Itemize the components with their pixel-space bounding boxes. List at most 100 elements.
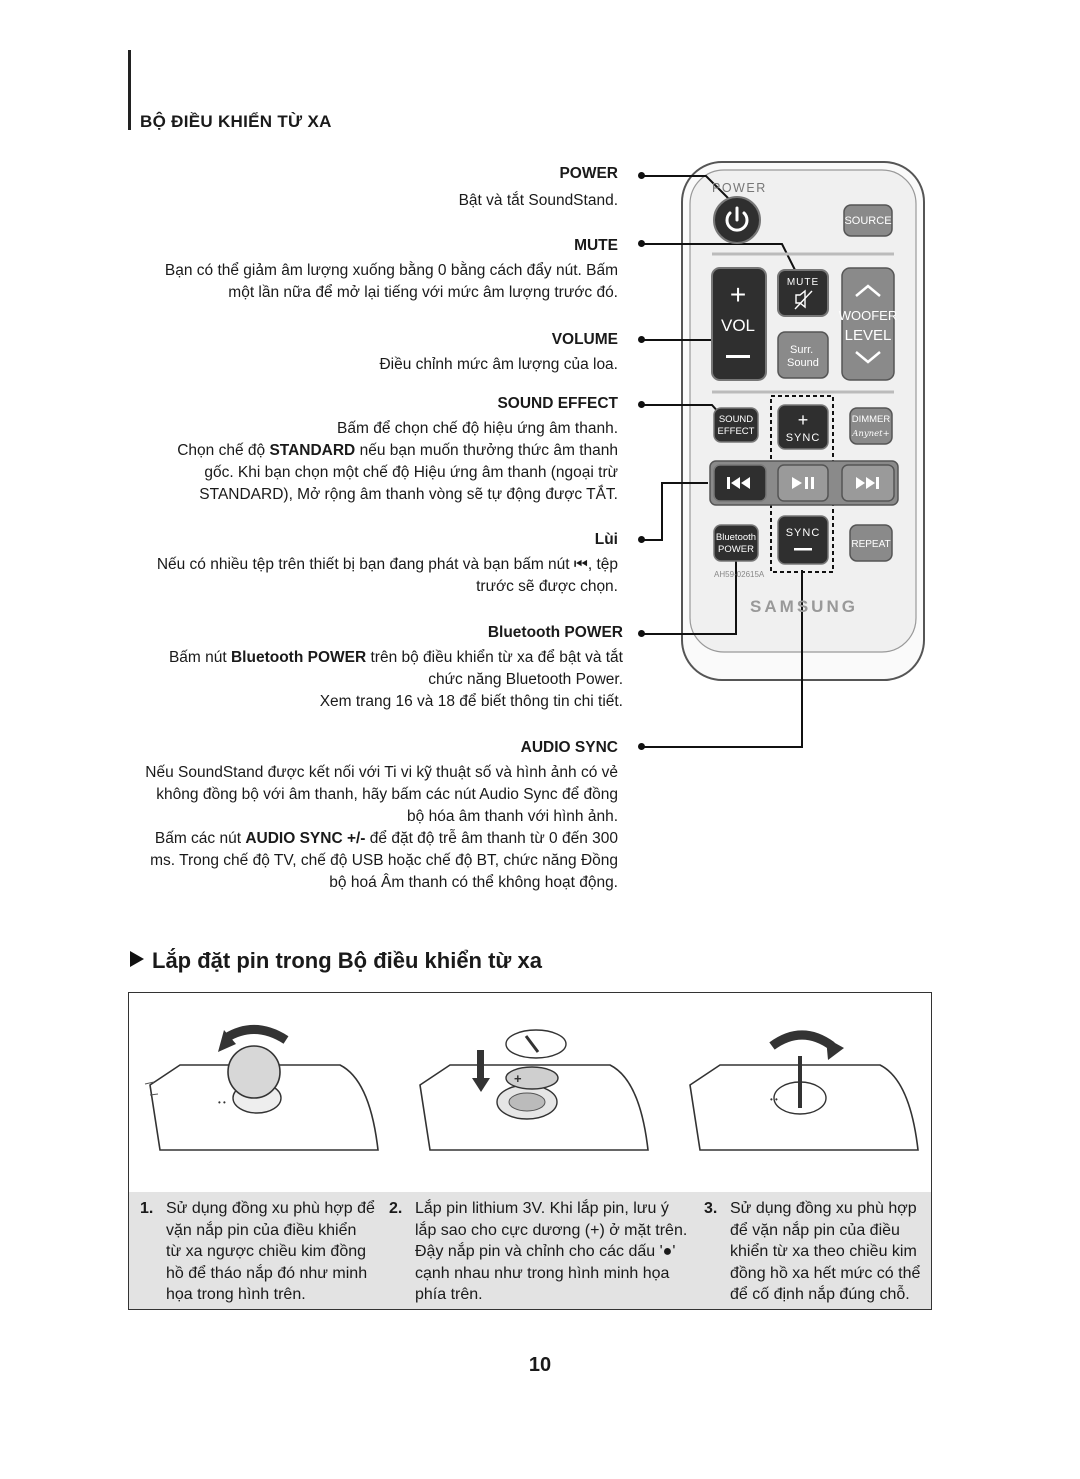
- model-code: AH59-02615A: [714, 570, 765, 579]
- desc-mute: MUTE Bạn có thể giảm âm lượng xuống bằng…: [98, 236, 618, 304]
- desc-heading: MUTE: [574, 237, 618, 254]
- anynet-label: Anynet+: [851, 429, 889, 439]
- power-label: POWER: [712, 181, 767, 195]
- desc-line: Bật và tắt SoundStand.: [458, 192, 618, 209]
- desc-line: Bạn có thể giảm âm lượng xuống bằng 0 bằ…: [164, 262, 618, 279]
- desc-line: bộ hoá Âm thanh có thể không hoạt động.: [329, 874, 618, 891]
- source-label: SOURCE: [844, 215, 891, 227]
- desc-line: Bấm nút Bluetooth POWER trên bộ điều khi…: [168, 649, 623, 666]
- desc-line: Chọn chế độ STANDARD nếu bạn muốn thưởng…: [177, 442, 618, 459]
- sync-label-top: SYNC: [786, 432, 821, 444]
- woofer-up-icon: [855, 284, 881, 297]
- battery-icon: [505, 1066, 559, 1090]
- repeat-label: REPEAT: [851, 539, 890, 550]
- arrow-head: [218, 1030, 236, 1052]
- desc-sound-effect: SOUND EFFECT Bấm để chọn chế độ hiệu ứng…: [98, 394, 618, 506]
- battery-section-title: Lắp đặt pin trong Bộ điều khiển từ xa: [130, 948, 542, 974]
- callout-dot-volume: [638, 336, 645, 343]
- desc-line: Bấm các nút AUDIO SYNC +/- để đặt độ trễ…: [154, 830, 618, 847]
- step2-illustration: +: [419, 1029, 649, 1151]
- dimmer-label: DIMMER: [852, 414, 891, 425]
- desc-line: Điều chỉnh mức âm lượng của loa.: [379, 356, 618, 373]
- desc-line: STANDARD), Mở rộng âm thanh vòng sẽ tự đ…: [199, 486, 618, 503]
- desc-line: ms. Trong chế độ TV, chế độ USB hoặc chế…: [150, 852, 618, 869]
- play-pause-icon: [792, 477, 814, 489]
- surr-label-2: Sound: [787, 357, 819, 369]
- down-arrow-icon: [477, 1050, 484, 1080]
- bluetooth-power-button[interactable]: [713, 524, 759, 562]
- power-icon: [725, 206, 749, 232]
- coin-icon: [227, 1045, 281, 1099]
- sync-plus-icon: +: [798, 410, 809, 430]
- callout-dot-sound-effect: [638, 401, 645, 408]
- woofer-level-rocker[interactable]: [841, 267, 895, 381]
- volume-rocker[interactable]: [711, 267, 767, 381]
- rotate-cw-arrow-icon: [769, 1030, 835, 1050]
- desc-line: bộ hóa âm thanh với hình ảnh.: [407, 808, 618, 825]
- sound-effect-button[interactable]: [713, 407, 759, 443]
- arrow-head: [826, 1038, 844, 1060]
- desc-line: Nếu có nhiều tệp trên thiết bị bạn đang …: [156, 556, 618, 573]
- woofer-label: WOOFER: [839, 308, 898, 323]
- step3-illustration: • •: [689, 1030, 919, 1151]
- sound-effect-label-1: SOUND: [719, 414, 753, 425]
- play-pause-button[interactable]: [777, 464, 829, 502]
- arrow-head: [472, 1078, 490, 1092]
- desc-audio-sync: AUDIO SYNC Nếu SoundStand được kết nối v…: [98, 738, 618, 894]
- surr-label-1: Surr.: [790, 344, 813, 356]
- desc-heading: Lùi: [594, 531, 618, 548]
- desc-line: không đồng bộ với âm thanh, hãy bấm các …: [156, 786, 618, 803]
- battery-cover: [505, 1029, 567, 1059]
- bt-label-1: Bluetooth: [716, 532, 756, 543]
- desc-line: Nếu SoundStand được kết nối với Ti vi kỹ…: [145, 764, 618, 781]
- callout-dot-bluetooth: [638, 630, 645, 637]
- vol-label: VOL: [721, 316, 755, 335]
- volume-down-icon: [726, 355, 750, 358]
- callout-dot-rewind: [638, 536, 645, 543]
- samsung-logo: SAMSUNG: [750, 597, 858, 616]
- cover-slot: [524, 1035, 540, 1053]
- woofer-down-icon: [855, 351, 881, 364]
- sync-minus-icon: [794, 548, 812, 551]
- desc-line: trước sẽ được chọn.: [476, 578, 618, 595]
- desc-power: POWER Bật và tắt SoundStand.: [98, 164, 618, 212]
- rewind-icon: [727, 477, 750, 489]
- desc-heading: SOUND EFFECT: [497, 395, 618, 412]
- steps-background: [129, 1192, 931, 1309]
- callout-dot-power: [638, 172, 645, 179]
- sync-plus-button[interactable]: [777, 404, 829, 450]
- sound-effect-label-2: EFFECT: [718, 426, 755, 437]
- triangle-bullet-icon: [130, 951, 144, 967]
- repeat-button[interactable]: [849, 524, 893, 562]
- surround-sound-button[interactable]: [777, 331, 829, 379]
- step1-illustration: • •: [144, 1025, 379, 1151]
- desc-line: chức năng Bluetooth Power.: [428, 671, 623, 688]
- desc-heading: VOLUME: [551, 331, 618, 348]
- plus-mark: +: [514, 1071, 522, 1086]
- volume-up-icon: +: [730, 279, 746, 310]
- rotate-ccw-arrow-icon: [223, 1025, 289, 1044]
- callout-dot-mute: [638, 240, 645, 247]
- desc-line: Xem trang 16 và 18 để biết thông tin chi…: [319, 693, 623, 710]
- coin-edge: [798, 1056, 802, 1108]
- desc-heading: POWER: [559, 165, 618, 182]
- remote-illustration: POWER SOURCE + VOL MUTE Surr. Sound WOOF…: [642, 161, 925, 748]
- desc-line: một lần nữa để mở lại tiếng với mức âm l…: [228, 284, 618, 301]
- desc-line: Bấm để chọn chế độ hiệu ứng âm thanh.: [337, 420, 618, 437]
- desc-heading: Bluetooth POWER: [487, 624, 623, 641]
- sync-minus-button[interactable]: [777, 515, 829, 565]
- section-title: BỘ ĐIỀU KHIỂN TỪ XA: [140, 112, 332, 131]
- dot-marker: • •: [218, 1098, 226, 1107]
- desc-rewind: Lùi Nếu có nhiều tệp trên thiết bị bạn đ…: [98, 530, 618, 598]
- compartment-inner: [508, 1092, 546, 1112]
- dimmer-button[interactable]: [849, 407, 893, 445]
- mute-speaker-icon: [794, 289, 813, 310]
- dot-marker: • •: [770, 1095, 778, 1104]
- mute-label: MUTE: [787, 277, 819, 288]
- skip-forward-icon: [856, 477, 879, 489]
- desc-volume: VOLUME Điều chỉnh mức âm lượng của loa.: [98, 330, 618, 376]
- sync-label-bottom: SYNC: [786, 527, 821, 539]
- source-button[interactable]: [843, 204, 893, 237]
- desc-heading: AUDIO SYNC: [520, 739, 618, 756]
- desc-bluetooth-power: Bluetooth POWER Bấm nút Bluetooth POWER …: [103, 623, 623, 713]
